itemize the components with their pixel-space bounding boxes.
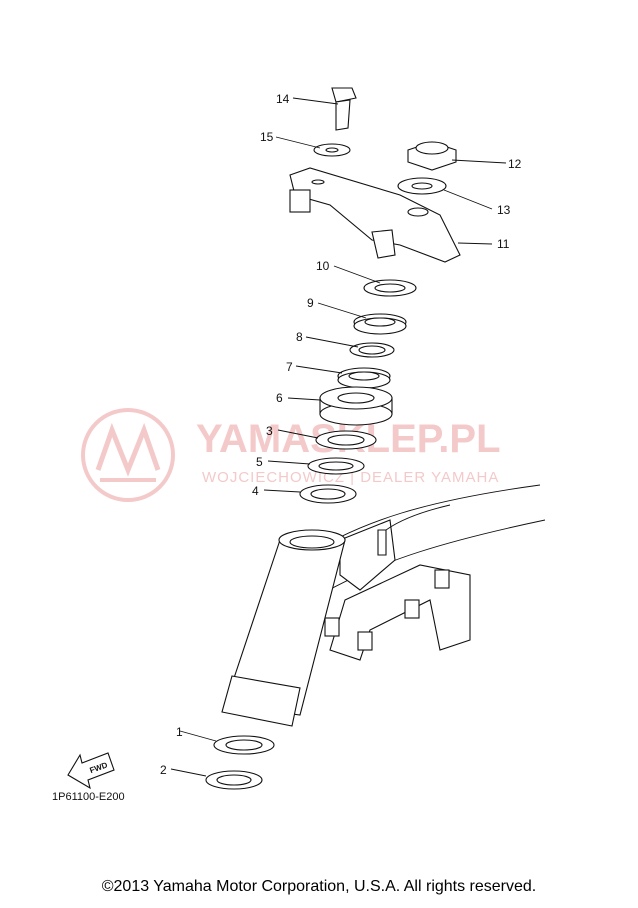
frame <box>299 484 546 661</box>
part-15-washer <box>313 143 351 157</box>
part-14-bolt <box>331 87 357 131</box>
callout-6: 6 <box>276 391 283 405</box>
yamaha-logo-watermark <box>81 408 175 502</box>
callout-2: 2 <box>160 763 167 777</box>
watermark: YAMASKLEP.PL WOJCIECHOWICZ | DEALER YAMA… <box>81 408 501 502</box>
steering-head-tube <box>221 529 346 727</box>
callout-4: 4 <box>252 484 259 498</box>
part-10-lock-washer <box>363 279 417 297</box>
part-1-race <box>213 735 275 755</box>
watermark-dealer: WOJCIECHOWICZ | DEALER YAMAHA <box>202 469 499 486</box>
part-8-washer <box>349 342 395 358</box>
part-5-ball-bearing <box>307 457 365 475</box>
part-13-washer <box>397 177 447 195</box>
part-7-ring-nut <box>337 367 391 389</box>
callout-15: 15 <box>260 130 274 144</box>
diagram-reference: 1P61100-E200 <box>52 791 125 803</box>
callout-12: 12 <box>508 157 522 171</box>
fwd-arrow: FWD <box>67 752 115 790</box>
callout-8: 8 <box>296 330 303 344</box>
callout-3: 3 <box>266 424 273 438</box>
leader-lines <box>170 97 507 777</box>
callout-11: 11 <box>497 237 510 251</box>
callout-labels: 1 2 3 4 5 6 7 8 9 10 11 12 13 14 15 <box>160 92 522 777</box>
exploded-parts-diagram: YAMASKLEP.PL WOJCIECHOWICZ | DEALER YAMA… <box>52 87 546 803</box>
part-6-cover <box>319 386 393 426</box>
part-11-upper-bracket <box>289 167 461 263</box>
callout-10: 10 <box>316 259 330 273</box>
callout-1: 1 <box>176 725 183 739</box>
callout-13: 13 <box>497 203 511 217</box>
copyright-notice: ©2013 Yamaha Motor Corporation, U.S.A. A… <box>101 878 537 895</box>
part-2-ball-bearing <box>205 770 263 790</box>
callout-7: 7 <box>286 360 293 374</box>
callout-5: 5 <box>256 455 263 469</box>
part-4-race <box>299 484 357 504</box>
part-3-race <box>315 430 377 450</box>
callout-9: 9 <box>307 296 314 310</box>
part-12-nut <box>407 141 457 171</box>
part-9-ring-nut <box>353 313 407 335</box>
callout-14: 14 <box>276 92 290 106</box>
